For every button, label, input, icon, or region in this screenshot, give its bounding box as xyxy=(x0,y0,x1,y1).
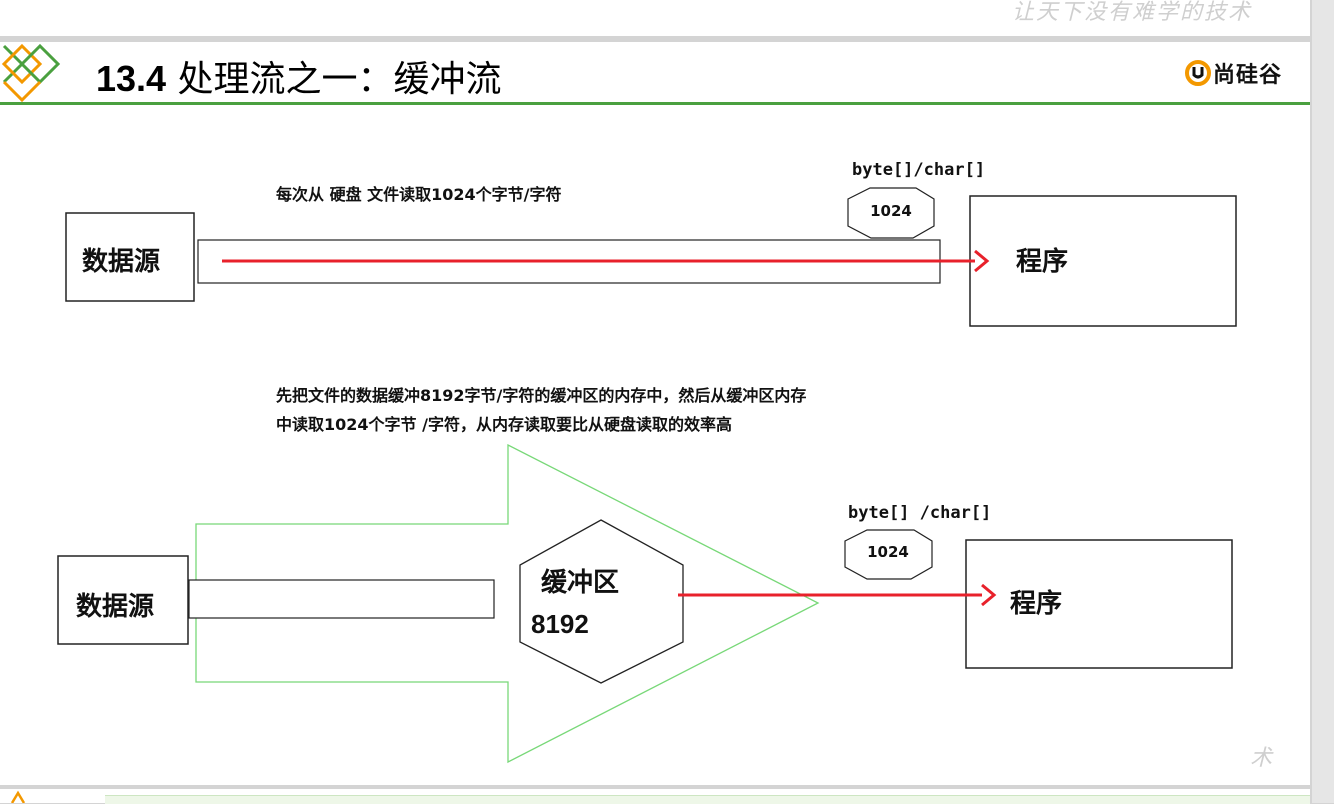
buffer-hexagon xyxy=(519,519,684,684)
top-program-label: 程序 xyxy=(1016,247,1069,277)
slide-header: 13.4 处理流之一：缓冲流 尚硅谷 xyxy=(0,42,1310,105)
bottom-caption-line2: 中读取1024个字节 /字符，从内存读取要比从硬盘读取的效率高 xyxy=(276,415,732,434)
previous-slide-edge: 让天下没有难学的技术 xyxy=(0,0,1310,36)
next-slide-edge xyxy=(0,789,1310,804)
shanggugu-logo-icon xyxy=(1184,60,1211,86)
diamond-logo-icon xyxy=(1,43,61,103)
green-big-arrow xyxy=(195,443,820,764)
top-program-box xyxy=(969,195,1237,327)
top-array-size: 1024 xyxy=(870,202,912,220)
logo-text: 尚硅谷 xyxy=(1212,63,1282,88)
next-slide-diamond-icon xyxy=(10,790,26,803)
bottom-program-box xyxy=(965,539,1233,669)
buffer-label: 缓冲区 xyxy=(541,568,620,598)
section-number: 13.4 xyxy=(96,58,167,99)
next-slide-band xyxy=(105,795,1310,804)
top-source-label: 数据源 xyxy=(82,247,161,277)
top-array-hexagon xyxy=(847,187,935,239)
bottom-program-label: 程序 xyxy=(1010,589,1063,619)
slogan-watermark: 让天下没有难学的技术 xyxy=(1011,0,1252,25)
vertical-scrollbar[interactable] xyxy=(1312,0,1334,803)
slide-title: 13.4 处理流之一：缓冲流 xyxy=(96,50,502,102)
top-caption: 每次从 硬盘 文件读取1024个字节/字符 xyxy=(276,185,562,204)
bottom-caption-line1: 先把文件的数据缓冲8192字节/字符的缓冲区的内存中，然后从缓冲区内存 xyxy=(276,386,807,405)
top-red-arrowhead xyxy=(974,249,990,273)
bottom-pipe xyxy=(188,579,495,619)
buffer-size: 8192 xyxy=(531,609,589,639)
header-rule xyxy=(0,102,1310,105)
bottom-red-arrowhead xyxy=(981,583,997,607)
brand-logo: 尚硅谷 xyxy=(1184,58,1282,88)
title-text: 处理流之一：缓冲流 xyxy=(177,59,502,100)
bottom-source-box xyxy=(57,555,189,645)
bottom-source-label: 数据源 xyxy=(76,592,155,622)
top-array-label: byte[]/char[] xyxy=(852,160,986,180)
top-source-box xyxy=(65,212,195,302)
bottom-array-size: 1024 xyxy=(867,543,909,561)
bottom-array-hexagon xyxy=(844,529,933,580)
watermark-fragment: 术 xyxy=(1250,746,1273,771)
bottom-array-label: byte[] /char[] xyxy=(848,503,992,523)
